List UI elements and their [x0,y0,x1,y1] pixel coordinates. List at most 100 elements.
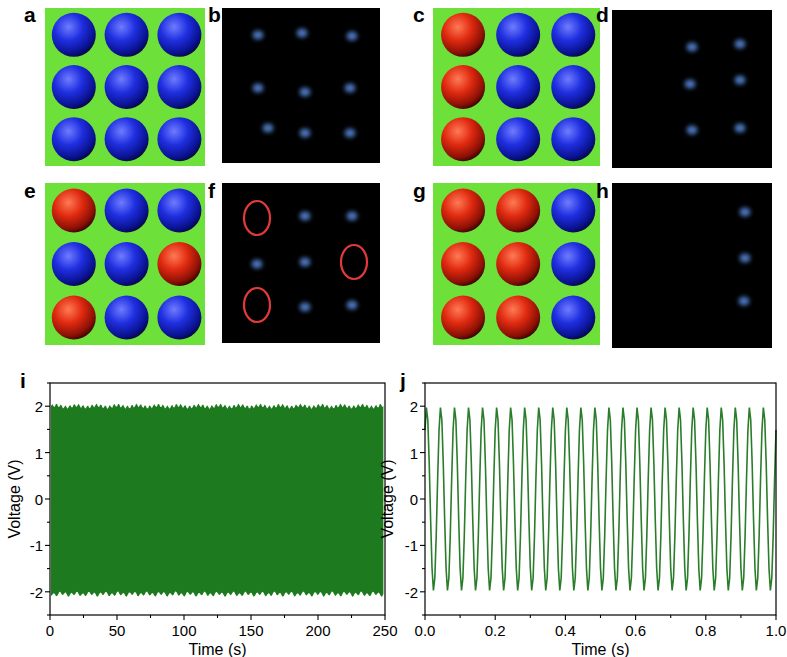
tick-label: 0 [410,492,418,507]
substrate [433,8,600,166]
blue-sphere [551,242,595,286]
tick [45,498,50,499]
emission-spot [300,212,311,221]
tick [422,429,425,430]
axis-title: Voltage (V) [7,459,23,538]
red-sphere [441,13,485,57]
blue-sphere [105,242,149,286]
tick [45,406,50,407]
emission-spot [300,303,311,312]
panel-letter: c [413,4,425,25]
axis-title: Voltage (V) [380,459,396,538]
emission-spot [347,32,358,41]
blue-sphere [496,65,540,109]
sphere-array [441,13,595,161]
blue-sphere [496,117,540,161]
axis-title: Time (s) [188,642,246,657]
red-sphere [157,242,201,286]
tick [420,498,425,499]
blue-sphere [157,117,201,161]
tick-label: 0 [35,492,43,507]
emission-spot [735,76,746,85]
tick-label: 0.6 [625,623,646,638]
photo-background [612,183,772,348]
blue-sphere [551,295,595,339]
voltage-trace [51,403,383,596]
y-ticks [420,383,425,615]
emission-spot [739,297,750,306]
emission-spot [300,88,311,97]
emission-spot [687,43,698,52]
tick [317,615,318,620]
missing-spot-ring [244,201,270,235]
tick [705,615,706,620]
tick [422,522,425,523]
blue-sphere [105,295,149,339]
red-sphere [441,117,485,161]
sphere-array [52,13,202,161]
tick [422,614,425,615]
missing-spot-marks [244,201,367,322]
tick-label: 0.2 [485,623,506,638]
tick [495,615,496,620]
blue-sphere [52,117,96,161]
blue-sphere [105,189,149,233]
photo-background [612,10,772,168]
emission-spot [687,126,698,135]
emission-spot [347,301,358,310]
tick [635,615,636,620]
tick [45,452,50,453]
tick [422,382,425,383]
panel-letter: a [24,4,36,25]
blue-sphere [157,13,201,57]
axis-title: Time (s) [571,642,629,657]
tick [384,615,385,620]
voltage-trace [425,408,776,591]
panel-letter: h [596,180,609,201]
emission-spot [252,260,263,269]
blue-sphere [52,13,96,57]
tick [83,615,84,618]
tick [250,615,251,620]
blue-sphere [496,13,540,57]
tick-label: -1 [405,538,418,553]
tick [284,615,285,618]
tick-label: 100 [171,623,196,638]
blue-sphere [157,295,201,339]
panel-letter: g [413,180,426,201]
tick [47,429,50,430]
panel-letter: b [208,4,221,25]
tick [49,615,50,620]
tick [670,615,671,618]
red-sphere [441,189,485,233]
red-sphere [496,295,540,339]
tick-label: 2 [35,399,43,414]
emission-spot [300,258,311,267]
tick-label: 0.8 [695,623,716,638]
tick-label: 200 [305,623,330,638]
tick [420,452,425,453]
tick [45,545,50,546]
tick [600,615,601,618]
emission-spots [253,29,358,138]
tick-label: -1 [30,538,43,553]
tick [47,475,50,476]
y-ticks [45,383,50,615]
photo-background [222,183,380,343]
emission-spots [685,40,746,135]
red-sphere [496,189,540,233]
tick [460,615,461,618]
x-ticks [425,615,776,620]
blue-sphere [551,65,595,109]
emission-spot [263,124,274,133]
tick [420,591,425,592]
tick-label: -2 [405,584,418,599]
tick [351,615,352,618]
red-sphere [52,189,96,233]
tick [47,522,50,523]
blue-sphere [551,13,595,57]
tick-label: 50 [109,623,126,638]
tick-label: 250 [372,623,397,638]
tick-label: 0.0 [415,623,436,638]
